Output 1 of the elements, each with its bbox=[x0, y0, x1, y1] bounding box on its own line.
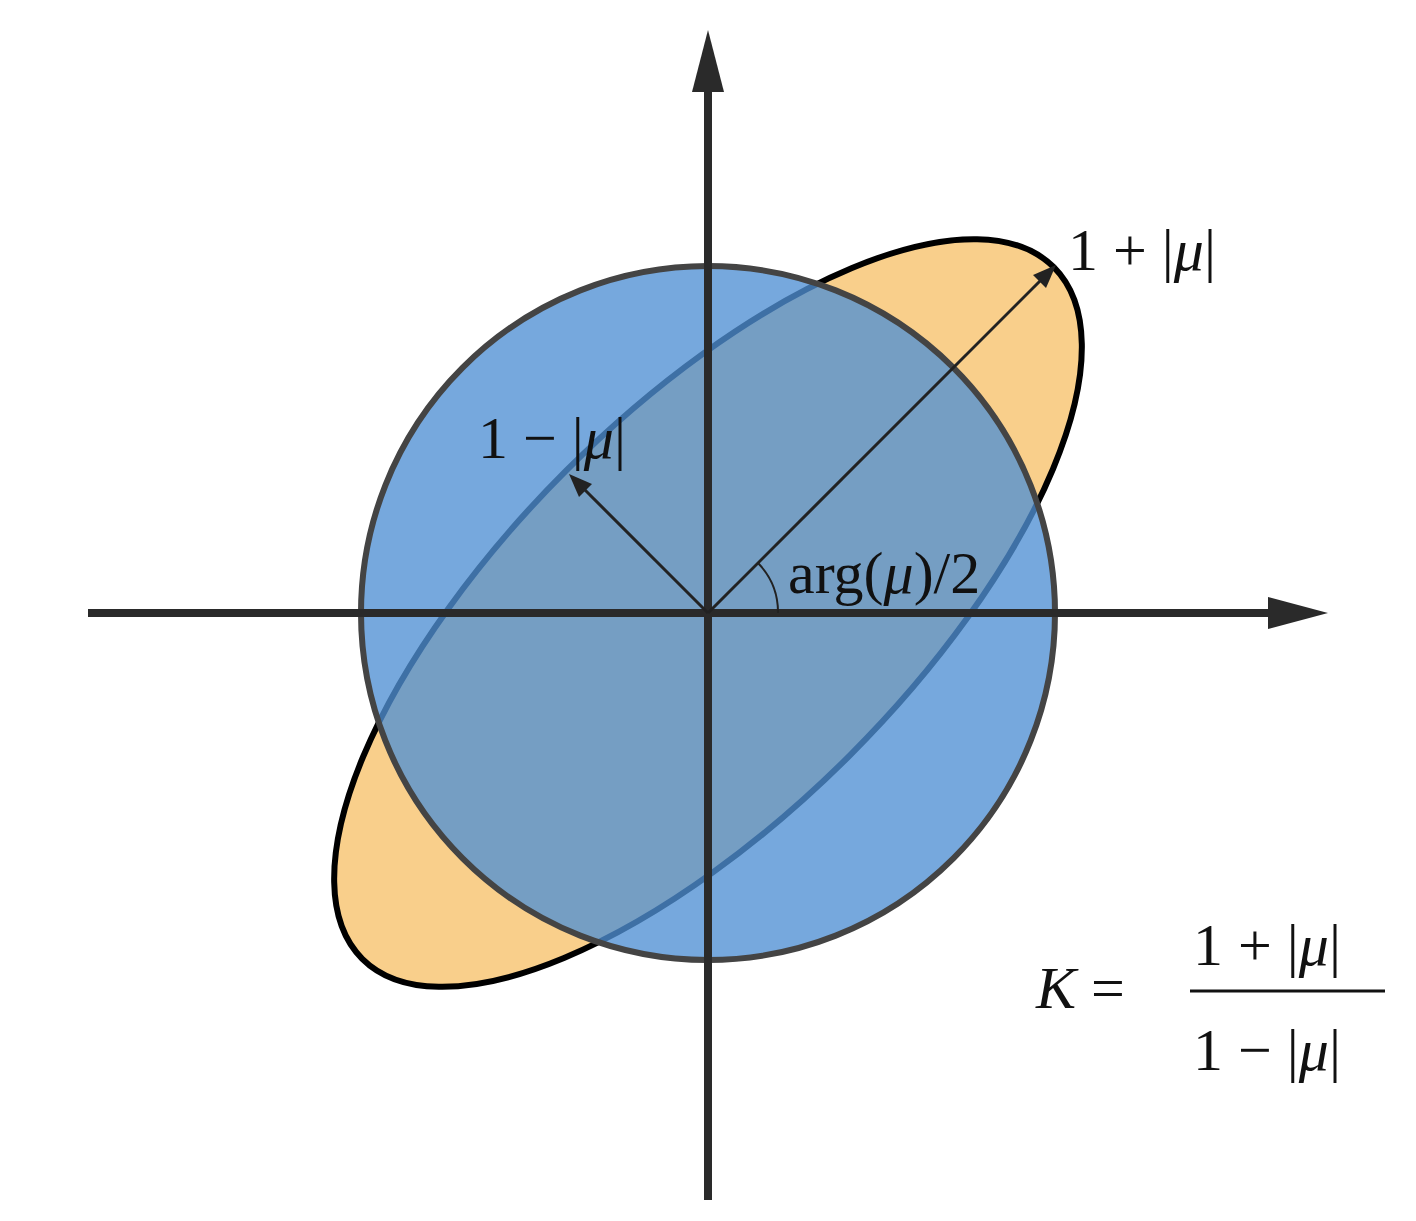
math-label: K = bbox=[1036, 958, 1125, 1018]
